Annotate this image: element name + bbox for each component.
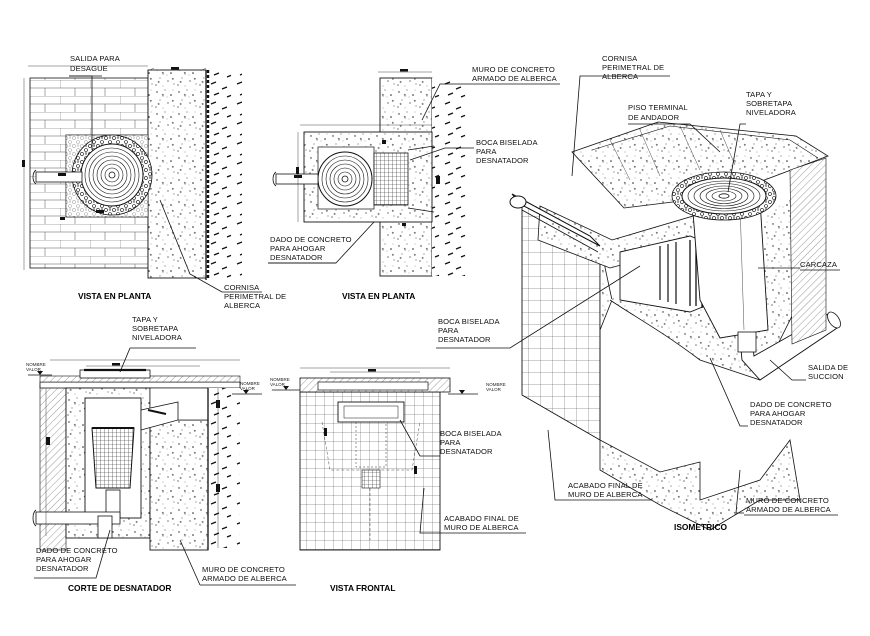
label-succion-1: SALIDA DE [808, 363, 848, 372]
skimmer-basket [91, 427, 135, 489]
front-view: NOMBRE VALOR NOMBRE VALOR BOCA BISELADA … [270, 367, 526, 593]
label-acabado-front-2: MURO DE ALBERCA [444, 523, 519, 532]
label-boca-center-3: DESNATADOR [476, 156, 529, 165]
label-acabado-iso-1: ACABADO FINAL DE [568, 481, 643, 490]
label-tapa-iso-2: SOBRETAPA [746, 99, 793, 108]
level-marker-front-right: NOMBRE VALOR [448, 382, 506, 395]
label-muro-center-1: MURO DE CONCRETO [472, 65, 555, 74]
label-dado-iso-2: PARA AHOGAR [750, 409, 806, 418]
label-boca-front-2: PARA [440, 438, 461, 447]
label-cornisa-left-3: ALBERCA [224, 301, 261, 310]
label-boca-front-1: BOCA BISELADA [440, 429, 502, 438]
title-isometrico: ISOMETRICO [674, 522, 728, 532]
title-vista-planta-left: VISTA EN PLANTA [78, 291, 151, 301]
label-desague-line1: SALIDA PARA [70, 54, 121, 63]
label-carcaza: CARCAZA [800, 260, 838, 269]
skimmer-lid-center [317, 151, 373, 207]
label-cornisa-left-2: PERIMETRAL DE [224, 292, 286, 301]
label-tapa-section-1: TAPA Y [132, 315, 158, 324]
level-marker-front-left: NOMBRE VALOR [270, 377, 300, 391]
level-marker-section-left: NOMBRE VALOR [26, 362, 52, 376]
label-piso-iso-1: PISO TERMINAL [628, 103, 688, 112]
label-dado-section-1: DADO DE CONCRETO [36, 546, 118, 555]
level-name-right: NOMBRE [240, 381, 260, 386]
label-cornisa-iso-2: PERIMETRAL DE [602, 63, 664, 72]
label-muro-center-2: ARMADO DE ALBERCA [472, 74, 558, 83]
isometric-view: CORNISA PERIMETRAL DE ALBERCA PISO TERMI… [436, 54, 848, 532]
label-muro-iso-1: MURO DE CONCRETO [746, 496, 829, 505]
level-value-left: VALOR [26, 367, 42, 372]
plan-view-left: SALIDA PARA DESAGUE CORNISA PERIMETRAL D… [22, 54, 286, 310]
label-boca-iso-1: BOCA BISELADA [438, 317, 500, 326]
level-marker-section-right: NOMBRE VALOR [232, 381, 262, 395]
label-acabado-iso-2: MURO DE ALBERCA [568, 490, 643, 499]
label-muro-iso-2: ARMADO DE ALBERCA [746, 505, 832, 514]
label-succion-2: SUCCION [808, 372, 844, 381]
label-cornisa-iso-1: CORNISA [602, 54, 638, 63]
front-level-name-left: NOMBRE [270, 377, 290, 382]
label-desague-line2: DESAGUE [70, 64, 108, 73]
front-level-name-right: NOMBRE [486, 382, 506, 387]
label-boca-center-1: BOCA BISELADA [476, 138, 538, 147]
label-dado-center-2: PARA AHOGAR [270, 244, 326, 253]
label-dado-iso-3: DESNATADOR [750, 418, 803, 427]
skimmer-section: NOMBRE VALOR NOMBRE VALOR TAPA Y SOBRETA… [26, 315, 296, 593]
front-level-value-right: VALOR [486, 387, 502, 392]
label-tapa-section-2: SOBRETAPA [132, 324, 179, 333]
label-piso-iso-2: DE ANDADOR [628, 113, 680, 122]
label-muro-section-2: ARMADO DE ALBERCA [202, 574, 288, 583]
label-tapa-iso-1: TAPA Y [746, 90, 772, 99]
label-tapa-section-3: NIVELADORA [132, 333, 183, 342]
label-muro-section-1: MURO DE CONCRETO [202, 565, 285, 574]
label-acabado-front-1: ACABADO FINAL DE [444, 514, 519, 523]
label-dado-section-2: PARA AHOGAR [36, 555, 92, 564]
title-corte-desnatador: CORTE DE DESNATADOR [68, 583, 171, 593]
label-tapa-iso-3: NIVELADORA [746, 108, 797, 117]
iso-lid [671, 171, 777, 221]
label-boca-front-3: DESNATADOR [440, 447, 493, 456]
front-level-value-left: VALOR [270, 382, 286, 387]
label-dado-section-3: DESNATADOR [36, 564, 89, 573]
label-dado-iso-1: DADO DE CONCRETO [750, 400, 832, 409]
title-vista-planta-center: VISTA EN PLANTA [342, 291, 415, 301]
label-boca-iso-3: DESNATADOR [438, 335, 491, 344]
title-vista-frontal: VISTA FRONTAL [330, 583, 395, 593]
label-dado-center-3: DESNATADOR [270, 253, 323, 262]
label-boca-center-2: PARA [476, 147, 497, 156]
level-name-left: NOMBRE [26, 362, 46, 367]
skimmer-lid-left [80, 143, 144, 207]
label-cornisa-iso-3: ALBERCA [602, 72, 639, 81]
plan-view-center: MURO DE CONCRETO ARMADO DE ALBERCA BOCA … [268, 65, 560, 301]
label-cornisa-left-1: CORNISA [224, 283, 260, 292]
level-value-right: VALOR [240, 386, 256, 391]
label-dado-center-1: DADO DE CONCRETO [270, 235, 352, 244]
label-boca-iso-2: PARA [438, 326, 459, 335]
